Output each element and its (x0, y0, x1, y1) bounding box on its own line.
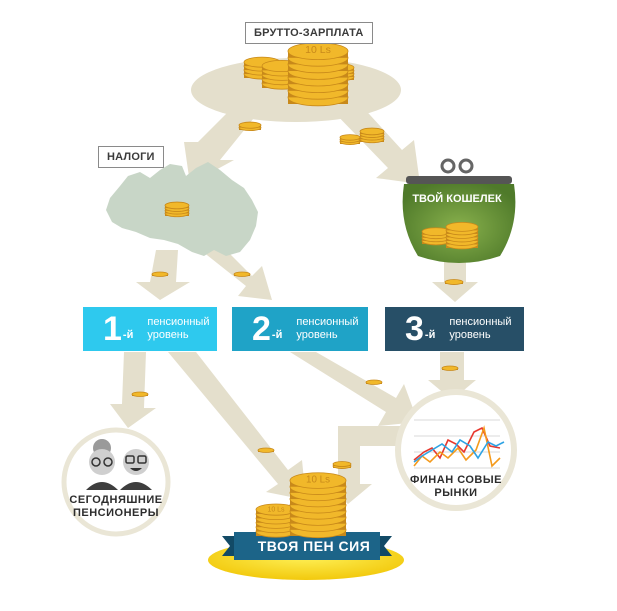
level-suffix: -й (122, 329, 134, 341)
level-suffix: -й (271, 329, 283, 341)
svg-text:10 Ls: 10 Ls (305, 44, 331, 56)
arrow-level1-to-pension (168, 352, 306, 500)
level-number: 1 (103, 310, 122, 348)
arrow-level3-to-markets (428, 352, 476, 400)
level-number: 3 (405, 310, 424, 348)
arrow-level2-to-markets (290, 352, 418, 426)
svg-text:10 Ls: 10 Ls (267, 507, 285, 514)
markets-circle (395, 389, 517, 511)
market-line-blue (413, 438, 505, 463)
arrow-level1-to-pensioners (110, 352, 156, 428)
pensioners-circle (61, 427, 171, 537)
level-suffix: -й (424, 329, 436, 341)
grandma-icon (86, 439, 118, 490)
taxes-label: НАЛОГИ (98, 146, 164, 168)
grandpa-icon (120, 449, 152, 490)
pension-label: ТВОЯ ПЕН СИЯ (257, 538, 371, 554)
wallet-label: ТВОЙ КОШЕЛЕК (412, 193, 502, 205)
gross-salary-label: БРУТТО-ЗАРПЛАТА (245, 22, 373, 44)
coin-stacks: 10 Ls 10 Ls 10 Ls (131, 42, 479, 539)
arrow-salary-to-wallet (330, 104, 420, 184)
svg-text:10 Ls: 10 Ls (306, 475, 330, 486)
market-line-orange (413, 425, 501, 468)
level-number: 2 (252, 310, 271, 348)
